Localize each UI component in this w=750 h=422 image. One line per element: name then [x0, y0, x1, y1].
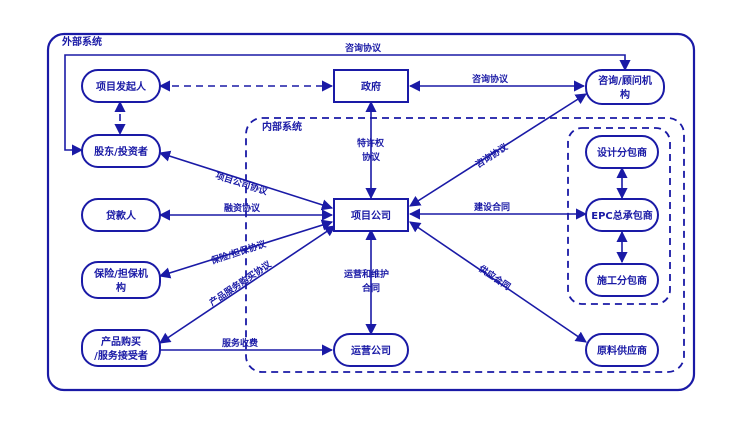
external-system-label: 外部系统 [61, 35, 102, 48]
node-construction-sub-label: 施工分包商 [597, 274, 647, 287]
edge-consultant-project [409, 93, 587, 207]
edge-label-financing: 融资协议 [224, 202, 261, 214]
edge-label-concession-2: 协议 [362, 151, 381, 163]
node-operator: 运营公司 [333, 333, 409, 367]
internal-system-label: 内部系统 [262, 120, 302, 133]
node-operator-label: 运营公司 [351, 344, 391, 357]
edge-shareholder-project [158, 150, 334, 211]
node-epc-label: EPC总承包商 [591, 209, 653, 222]
node-sponsor: 项目发起人 [81, 69, 161, 103]
node-buyer-label-2: /服务接受者 [94, 349, 148, 362]
node-buyer-label-1: 产品购买 [101, 335, 141, 348]
node-shareholder-label: 股东/投资者 [94, 145, 148, 158]
edge-label-service-fee: 服务收费 [222, 337, 258, 349]
node-supplier: 原料供应商 [585, 333, 659, 367]
edge-label-supply: 供应合同 [475, 262, 512, 293]
edge-label-construction: 建设合同 [474, 201, 510, 213]
node-insurer-label-1: 保险/担保机 [93, 267, 148, 280]
external-system-frame [46, 32, 696, 392]
node-government-label: 政府 [361, 80, 381, 93]
node-project-company-label: 项目公司 [351, 210, 391, 222]
node-designer-label: 设计分包商 [597, 146, 647, 159]
edge-label-project-company-agreement: 项目公司协议 [214, 169, 270, 197]
node-insurer-label-2: 构 [116, 281, 126, 294]
node-shareholder: 股东/投资者 [81, 134, 161, 168]
node-designer: 设计分包商 [585, 135, 659, 169]
node-consultant-label-1: 咨询/顾问机 [598, 74, 652, 87]
node-project-company: 项目公司 [333, 198, 409, 232]
node-supplier-label: 原料供应商 [597, 344, 647, 357]
edge-label-om-1: 运营和维护 [344, 268, 389, 280]
node-sponsor-label: 项目发起人 [96, 80, 147, 93]
node-lender: 贷款人 [81, 198, 161, 232]
edge-label-consult-diag: 咨询协议 [473, 140, 511, 170]
node-insurer: 保险/担保机 构 [81, 261, 161, 299]
edge-label-insurance: 保险/担保协议 [208, 237, 268, 267]
edge-label-concession-1: 特许权 [357, 137, 385, 149]
edge-project-supplier [409, 221, 587, 343]
edge-label-consult-top: 咨询协议 [345, 42, 382, 54]
edge-buyer-project [159, 225, 336, 344]
node-consultant: 咨询/顾问机 构 [585, 69, 665, 105]
node-lender-label: 贷款人 [105, 209, 137, 222]
node-epc: EPC总承包商 [585, 198, 659, 232]
node-construction-sub: 施工分包商 [585, 263, 659, 297]
node-consultant-label-2: 构 [620, 88, 630, 101]
edge-consult-top [64, 54, 631, 156]
node-buyer: 产品购买 /服务接受者 [81, 329, 161, 367]
edge-label-consult-gov: 咨询协议 [472, 73, 509, 85]
internal-system-frame [245, 117, 685, 373]
edge-label-om-2: 合同 [362, 282, 380, 294]
node-government: 政府 [333, 69, 409, 103]
